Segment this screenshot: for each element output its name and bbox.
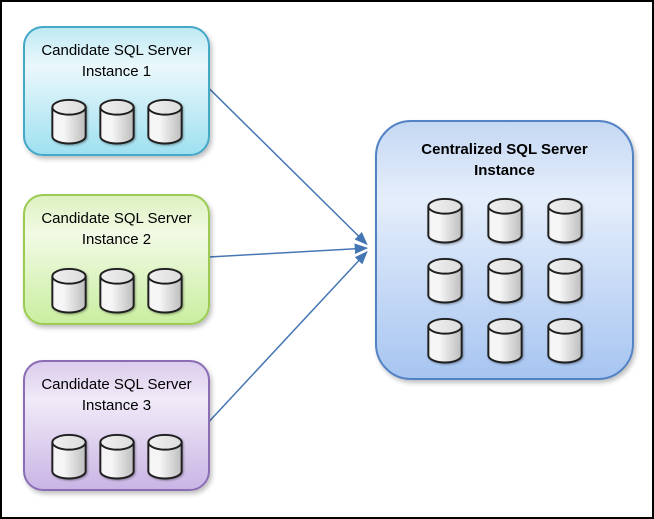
node-title-line1: Candidate SQL Server [41,376,192,393]
database-cylinder-icon [50,267,87,314]
node-title-line2: Instance [474,162,535,179]
database-cylinder-icon [486,317,523,364]
node-title: Centralized SQL Server Instance [421,139,587,181]
node-title: Candidate SQL Server Instance 2 [41,208,191,250]
database-cylinder-icon [98,98,135,145]
database-cylinder-icon [98,267,135,314]
database-cylinder-icon [486,257,523,304]
connector-candidate1-to-central [208,87,368,246]
node-title-line2: Instance 2 [81,231,152,248]
node-title-line1: Candidate SQL Server [41,210,192,227]
connector-candidate3-to-central [208,250,368,423]
connector-candidate2-to-central [208,243,369,258]
database-group [49,98,185,145]
node-title-line1: Centralized SQL Server [421,141,588,158]
database-cylinder-icon [426,197,463,244]
database-cylinder-icon [98,433,135,480]
node-title-line2: Instance 1 [81,63,152,80]
database-cylinder-icon [546,317,583,364]
node-title-line1: Candidate SQL Server [41,42,192,59]
database-cylinder-icon [146,267,183,314]
node-candidate-sql-instance-2: Candidate SQL Server Instance 2 [23,194,210,325]
database-group [49,433,185,480]
node-candidate-sql-instance-1: Candidate SQL Server Instance 1 [23,26,210,156]
database-group [425,197,585,364]
node-candidate-sql-instance-3: Candidate SQL Server Instance 3 [23,360,210,491]
database-cylinder-icon [546,257,583,304]
database-cylinder-icon [50,98,87,145]
database-cylinder-icon [50,433,87,480]
database-cylinder-icon [146,98,183,145]
database-group [49,267,185,314]
node-title-line2: Instance 3 [81,397,152,414]
node-title: Candidate SQL Server Instance 1 [41,40,191,82]
database-cylinder-icon [426,257,463,304]
database-cylinder-icon [426,317,463,364]
node-title: Candidate SQL Server Instance 3 [41,374,191,416]
node-centralized-sql-instance: Centralized SQL Server Instance [375,120,634,380]
database-cylinder-icon [486,197,523,244]
database-cylinder-icon [546,197,583,244]
database-cylinder-icon [146,433,183,480]
